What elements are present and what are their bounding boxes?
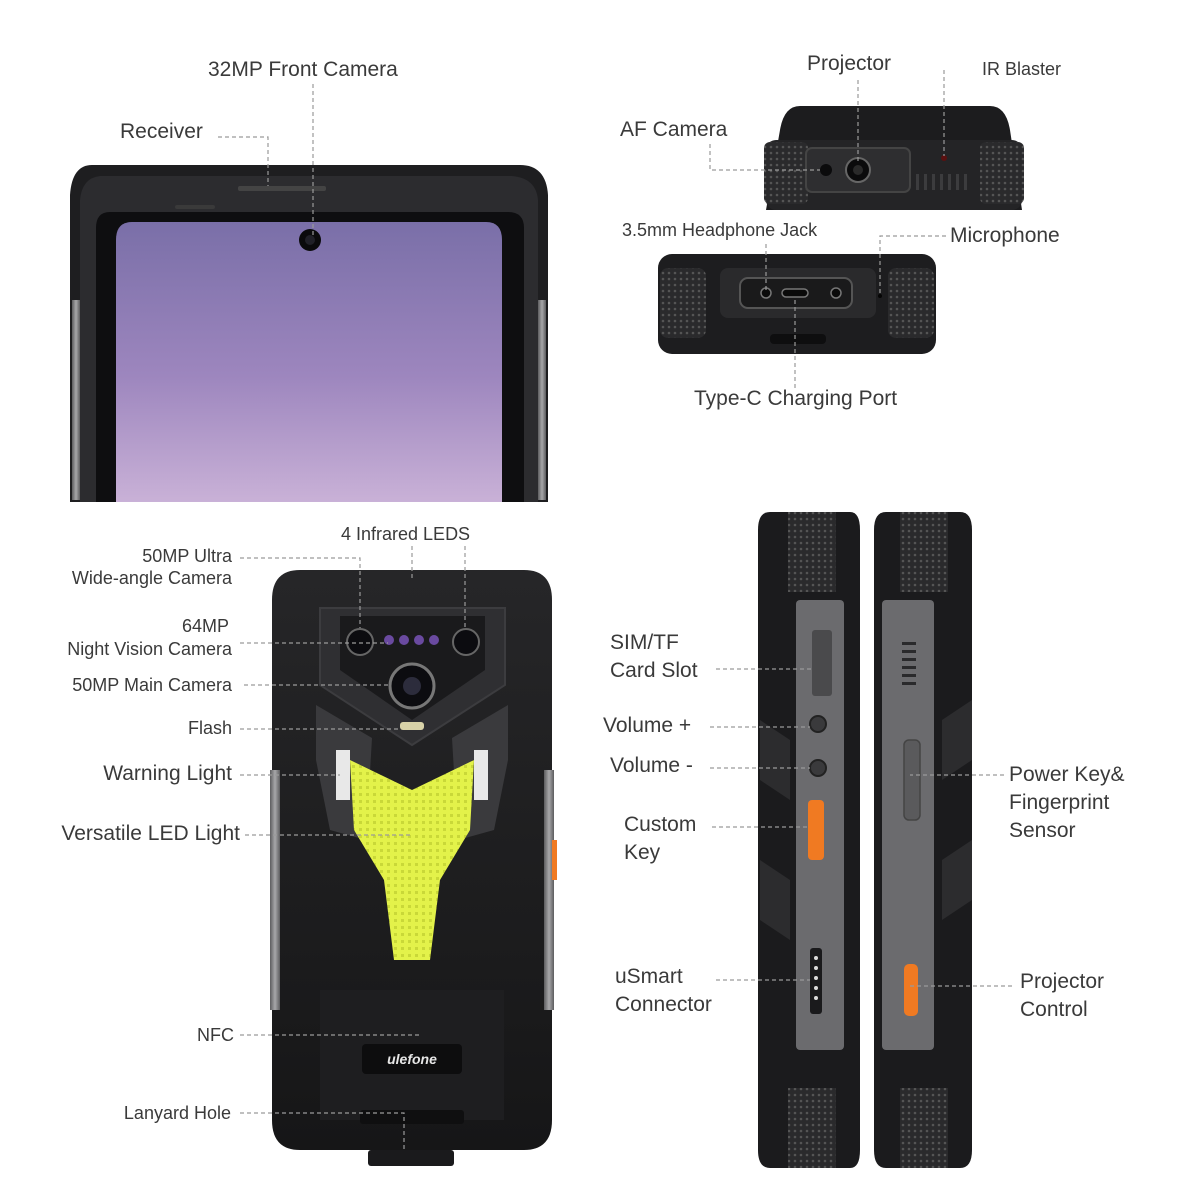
label-lanyard-hole: Lanyard Hole xyxy=(123,1103,231,1123)
label-receiver: Receiver xyxy=(120,120,203,143)
label-volume-down: Volume - xyxy=(610,754,693,777)
label-usmart-line2: Connector xyxy=(615,993,712,1016)
front-phone xyxy=(70,165,548,502)
label-nfc: NFC xyxy=(197,1025,234,1045)
right-side-phone xyxy=(874,512,972,1168)
label-night-vision-line2: Night Vision Camera xyxy=(67,639,232,659)
back-phone: ulefone xyxy=(270,570,557,1166)
label-sim-slot-line2: Card Slot xyxy=(610,659,698,682)
label-ultra-wide-camera-line1: 50MP Ultra xyxy=(142,546,232,566)
label-af-camera: AF Camera xyxy=(620,118,728,141)
label-projector-control-line1: Projector xyxy=(1020,970,1105,993)
label-night-vision-line1: 64MP xyxy=(181,616,229,636)
top-edge-phone xyxy=(764,106,1024,210)
label-led-light: Versatile LED Light xyxy=(61,822,240,845)
label-projector-control-line2: Control xyxy=(1020,998,1088,1021)
leader-lines xyxy=(218,70,1012,1150)
label-flash: Flash xyxy=(187,718,232,738)
brand-logo: ulefone xyxy=(387,1051,437,1067)
label-projector: Projector xyxy=(807,52,892,75)
label-custom-key-line1: Custom xyxy=(624,813,697,836)
bottom-edge-phone xyxy=(658,254,936,354)
label-headphone-jack: 3.5mm Headphone Jack xyxy=(622,220,818,240)
label-sim-slot-line1: SIM/TF xyxy=(610,631,679,654)
left-side-phone xyxy=(758,512,860,1168)
label-microphone: Microphone xyxy=(950,224,1060,247)
label-ir-blaster: IR Blaster xyxy=(982,59,1062,79)
label-ultra-wide-camera-line2: Wide-angle Camera xyxy=(71,568,232,588)
label-front-camera: 32MP Front Camera xyxy=(208,58,398,81)
label-custom-key-line2: Key xyxy=(624,841,661,864)
label-type-c-port: Type-C Charging Port xyxy=(694,387,898,410)
label-main-camera: 50MP Main Camera xyxy=(72,675,232,695)
label-usmart-line1: uSmart xyxy=(615,965,683,988)
label-power-key-line3: Sensor xyxy=(1009,819,1076,842)
label-volume-up: Volume + xyxy=(603,714,692,737)
label-power-key-line1: Power Key& xyxy=(1009,763,1125,786)
label-infrared-leds: 4 Infrared LEDS xyxy=(341,524,471,544)
label-power-key-line2: Fingerprint xyxy=(1009,791,1110,814)
label-warning-light: Warning Light xyxy=(103,762,232,785)
